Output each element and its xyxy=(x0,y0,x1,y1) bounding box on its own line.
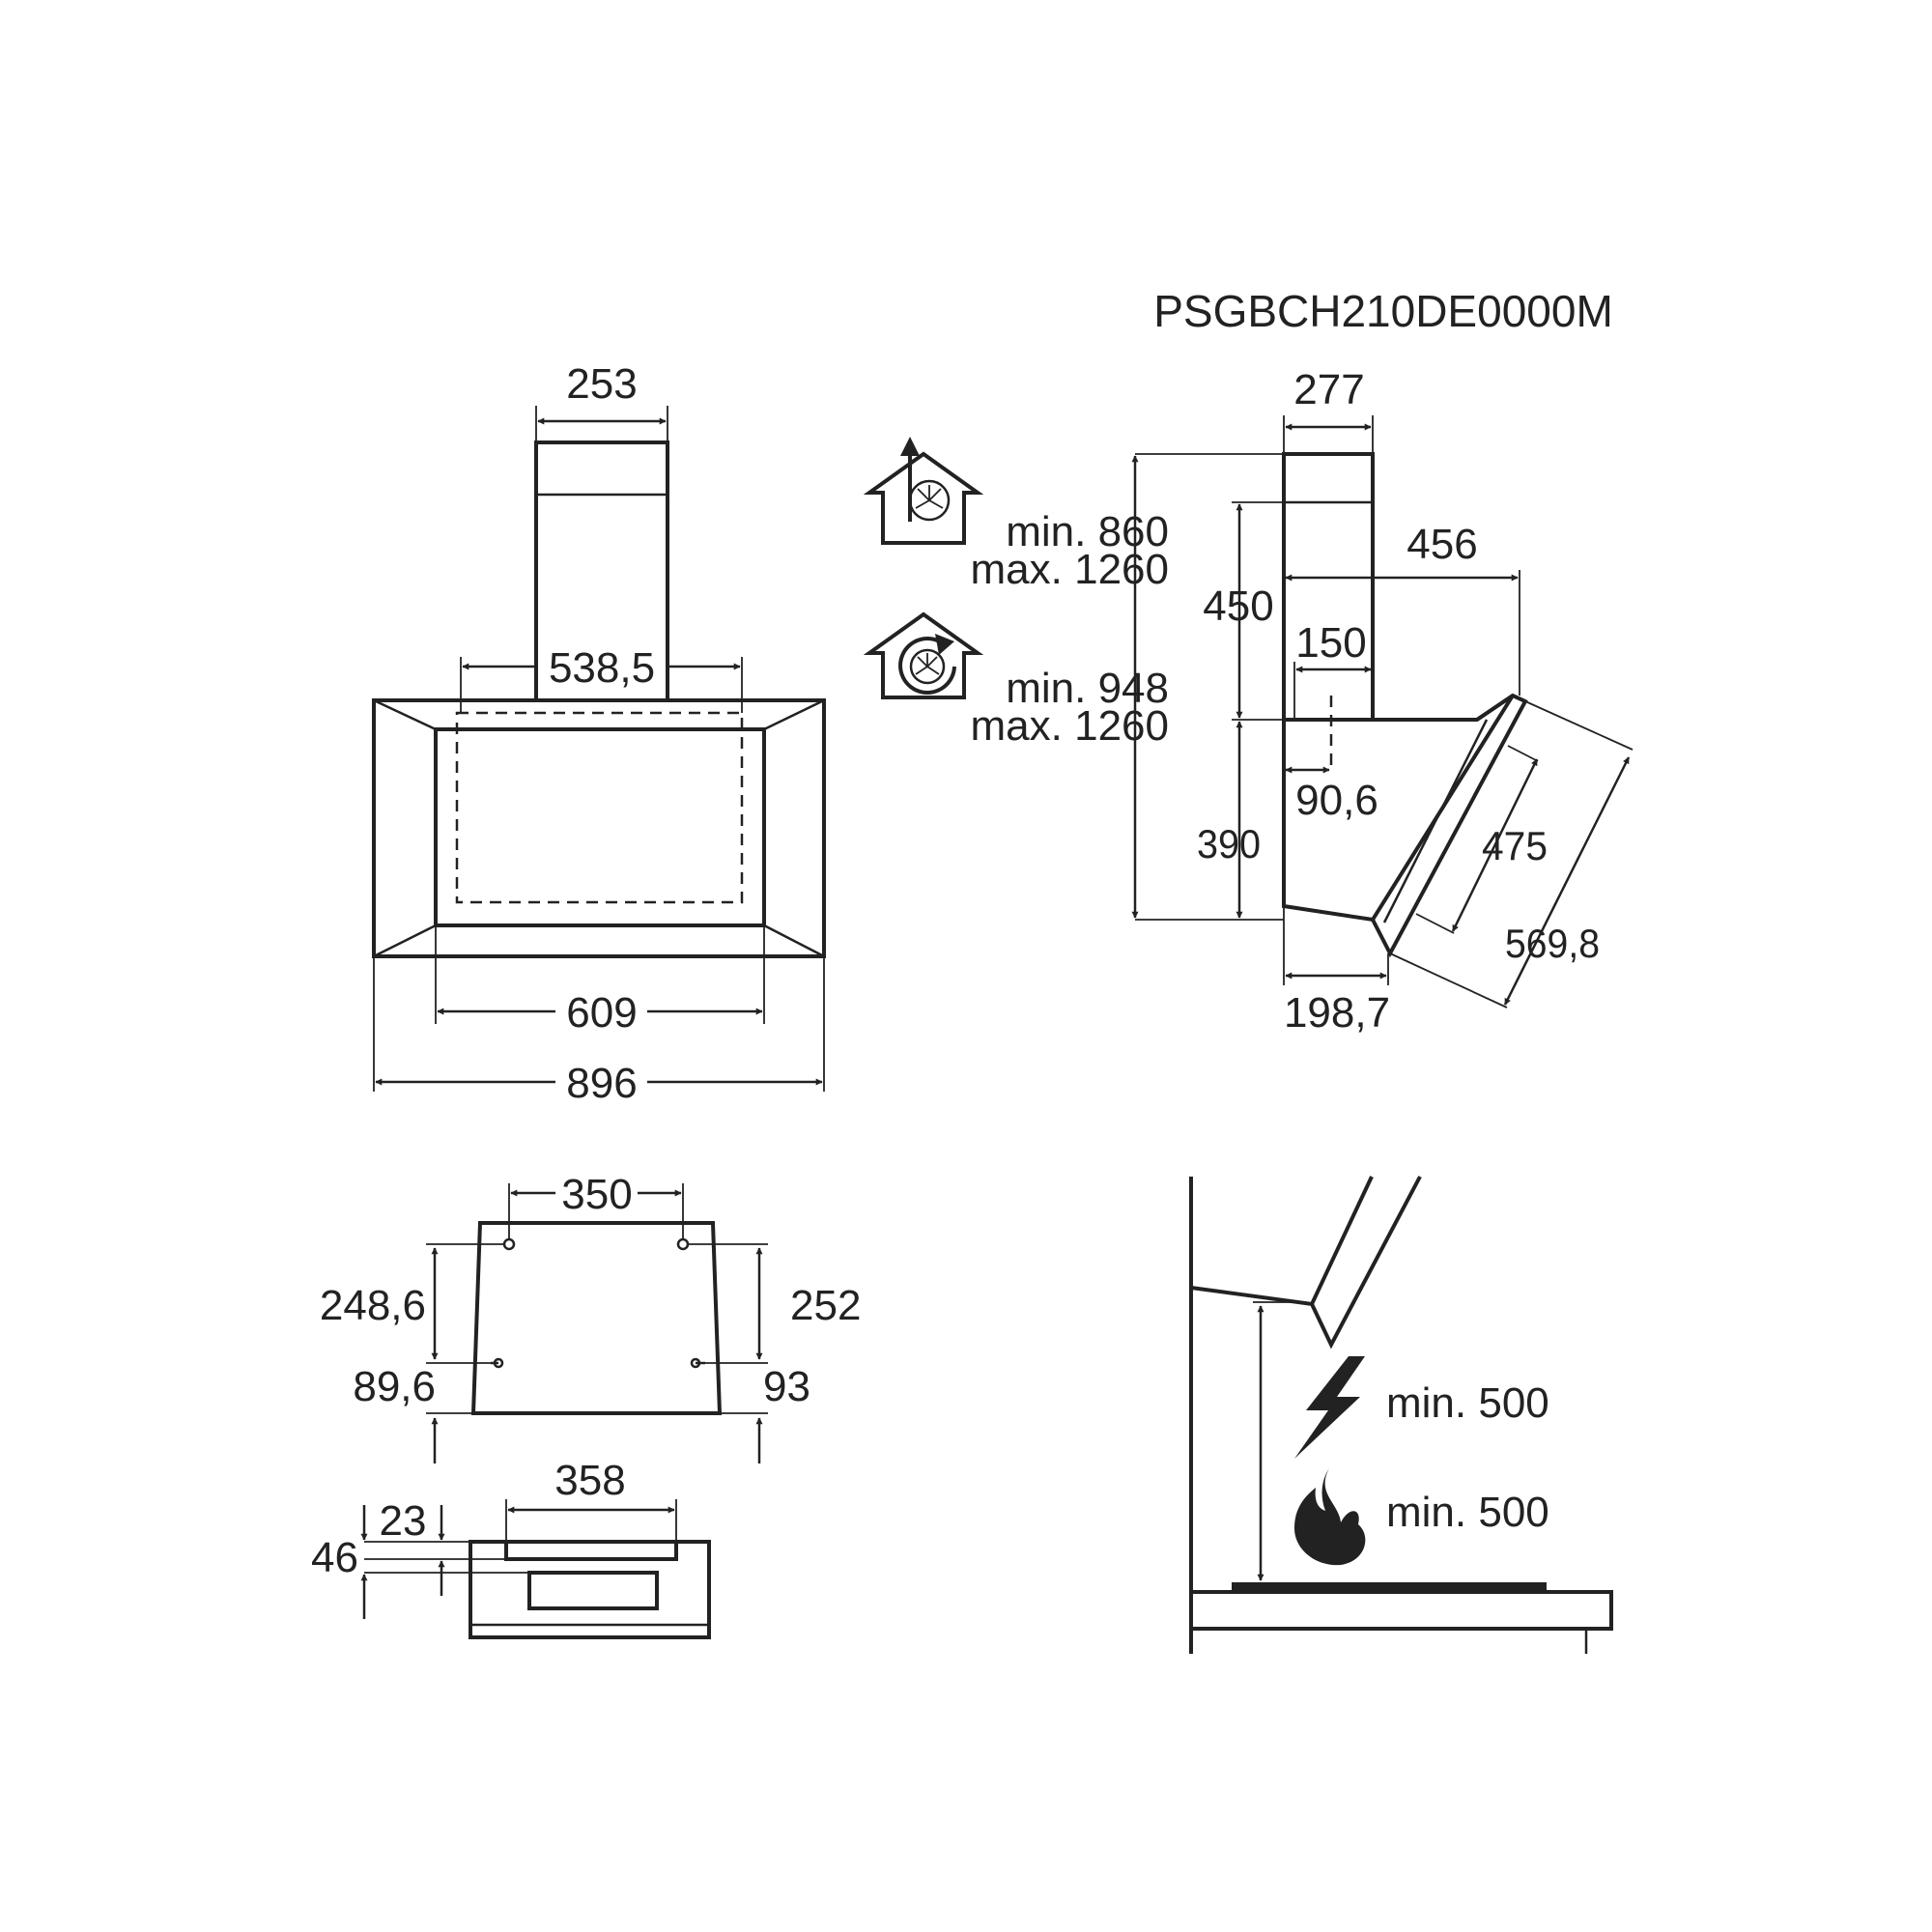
cooktop-counter xyxy=(1189,1590,1613,1631)
dim-panel-length: 475 xyxy=(1482,823,1548,868)
mounting-hole-top-right xyxy=(676,1237,690,1251)
front-filter-outline xyxy=(455,711,744,904)
extraction-mode-icon xyxy=(863,437,984,545)
dim-chimney-height: 450 xyxy=(1203,582,1273,630)
dim-bottom-depth: 198,7 xyxy=(1284,989,1390,1037)
wall-bracket-view: 350 248,6 252 89,6 93 xyxy=(320,1171,861,1463)
dim-chimney-width: 253 xyxy=(566,360,637,408)
mounting-hole-bottom-right-slot xyxy=(690,1357,701,1369)
extraction-min-height: min. 860 xyxy=(1006,508,1169,555)
front-bevel-tl xyxy=(373,698,437,731)
ext-line xyxy=(1524,700,1634,751)
lightning-icon xyxy=(1294,1356,1365,1459)
ext-line xyxy=(1389,952,1508,1009)
front-view: 253 538,5 609 896 xyxy=(372,360,826,1107)
dim-depth-to-canopy: 456 xyxy=(1406,521,1477,568)
gas-min-distance: min. 500 xyxy=(1386,1489,1549,1536)
dim-hole-spacing: 350 xyxy=(561,1171,632,1218)
recirculation-mode-icon xyxy=(863,611,984,699)
dim-right-vertical: 252 xyxy=(790,1282,861,1329)
dim-right-bottom: 93 xyxy=(763,1363,810,1410)
electric-min-distance: min. 500 xyxy=(1386,1379,1549,1427)
flame-icon xyxy=(1294,1468,1366,1566)
front-bevel-tr xyxy=(763,698,825,731)
dim-outlet-offset: 90,6 xyxy=(1295,777,1378,824)
top-bracket-slot xyxy=(527,1571,659,1610)
dim-offset-small: 23 xyxy=(380,1497,427,1545)
front-glass-panel xyxy=(434,727,766,927)
recirculation-max-height: max. 1260 xyxy=(971,702,1169,750)
cooktop-hob xyxy=(1232,1582,1547,1594)
ext-line xyxy=(1507,745,1539,762)
dim-offset-large: 46 xyxy=(311,1534,358,1581)
top-bracket-view: 358 23 46 xyxy=(311,1457,711,1639)
front-bevel-br xyxy=(763,923,825,958)
front-bevel-bl xyxy=(373,923,437,958)
ext-line xyxy=(1415,913,1455,934)
dim-bracket-width: 358 xyxy=(554,1457,625,1504)
side-chimney xyxy=(1282,452,1375,722)
side-canopy-edge xyxy=(1382,719,1489,923)
front-canopy-outer xyxy=(372,698,826,958)
top-bracket-plate xyxy=(504,1540,678,1561)
hood-underside xyxy=(1190,1176,1422,1350)
extraction-max-height: max. 1260 xyxy=(971,546,1169,593)
safety-distance-view: min. 500 min. 500 xyxy=(1189,1176,1613,1654)
dim-chimney-depth: 277 xyxy=(1293,366,1364,413)
dim-inner-width: 538,5 xyxy=(549,644,655,692)
dim-total-width: 896 xyxy=(566,1060,637,1107)
dim-arrow-canopy-length xyxy=(1503,756,1631,1006)
dim-body-height: 390 xyxy=(1197,821,1261,867)
mounting-hole-bottom-left-slot xyxy=(493,1357,504,1369)
dim-left-vertical: 248,6 xyxy=(320,1282,426,1329)
side-view: 277 450 456 150 90,6 390 198,7 xyxy=(1131,366,1634,1037)
wall-bracket-plate xyxy=(470,1221,723,1415)
recirculation-min-height: min. 948 xyxy=(1006,665,1169,712)
dim-glass-width: 609 xyxy=(566,989,637,1037)
mounting-hole-top-left xyxy=(502,1237,516,1251)
dim-outlet-width: 150 xyxy=(1295,619,1366,667)
model-code: PSGBCH210DE0000M xyxy=(1153,286,1613,336)
dim-left-bottom: 89,6 xyxy=(353,1363,436,1410)
dim-canopy-length: 569,8 xyxy=(1505,921,1600,966)
